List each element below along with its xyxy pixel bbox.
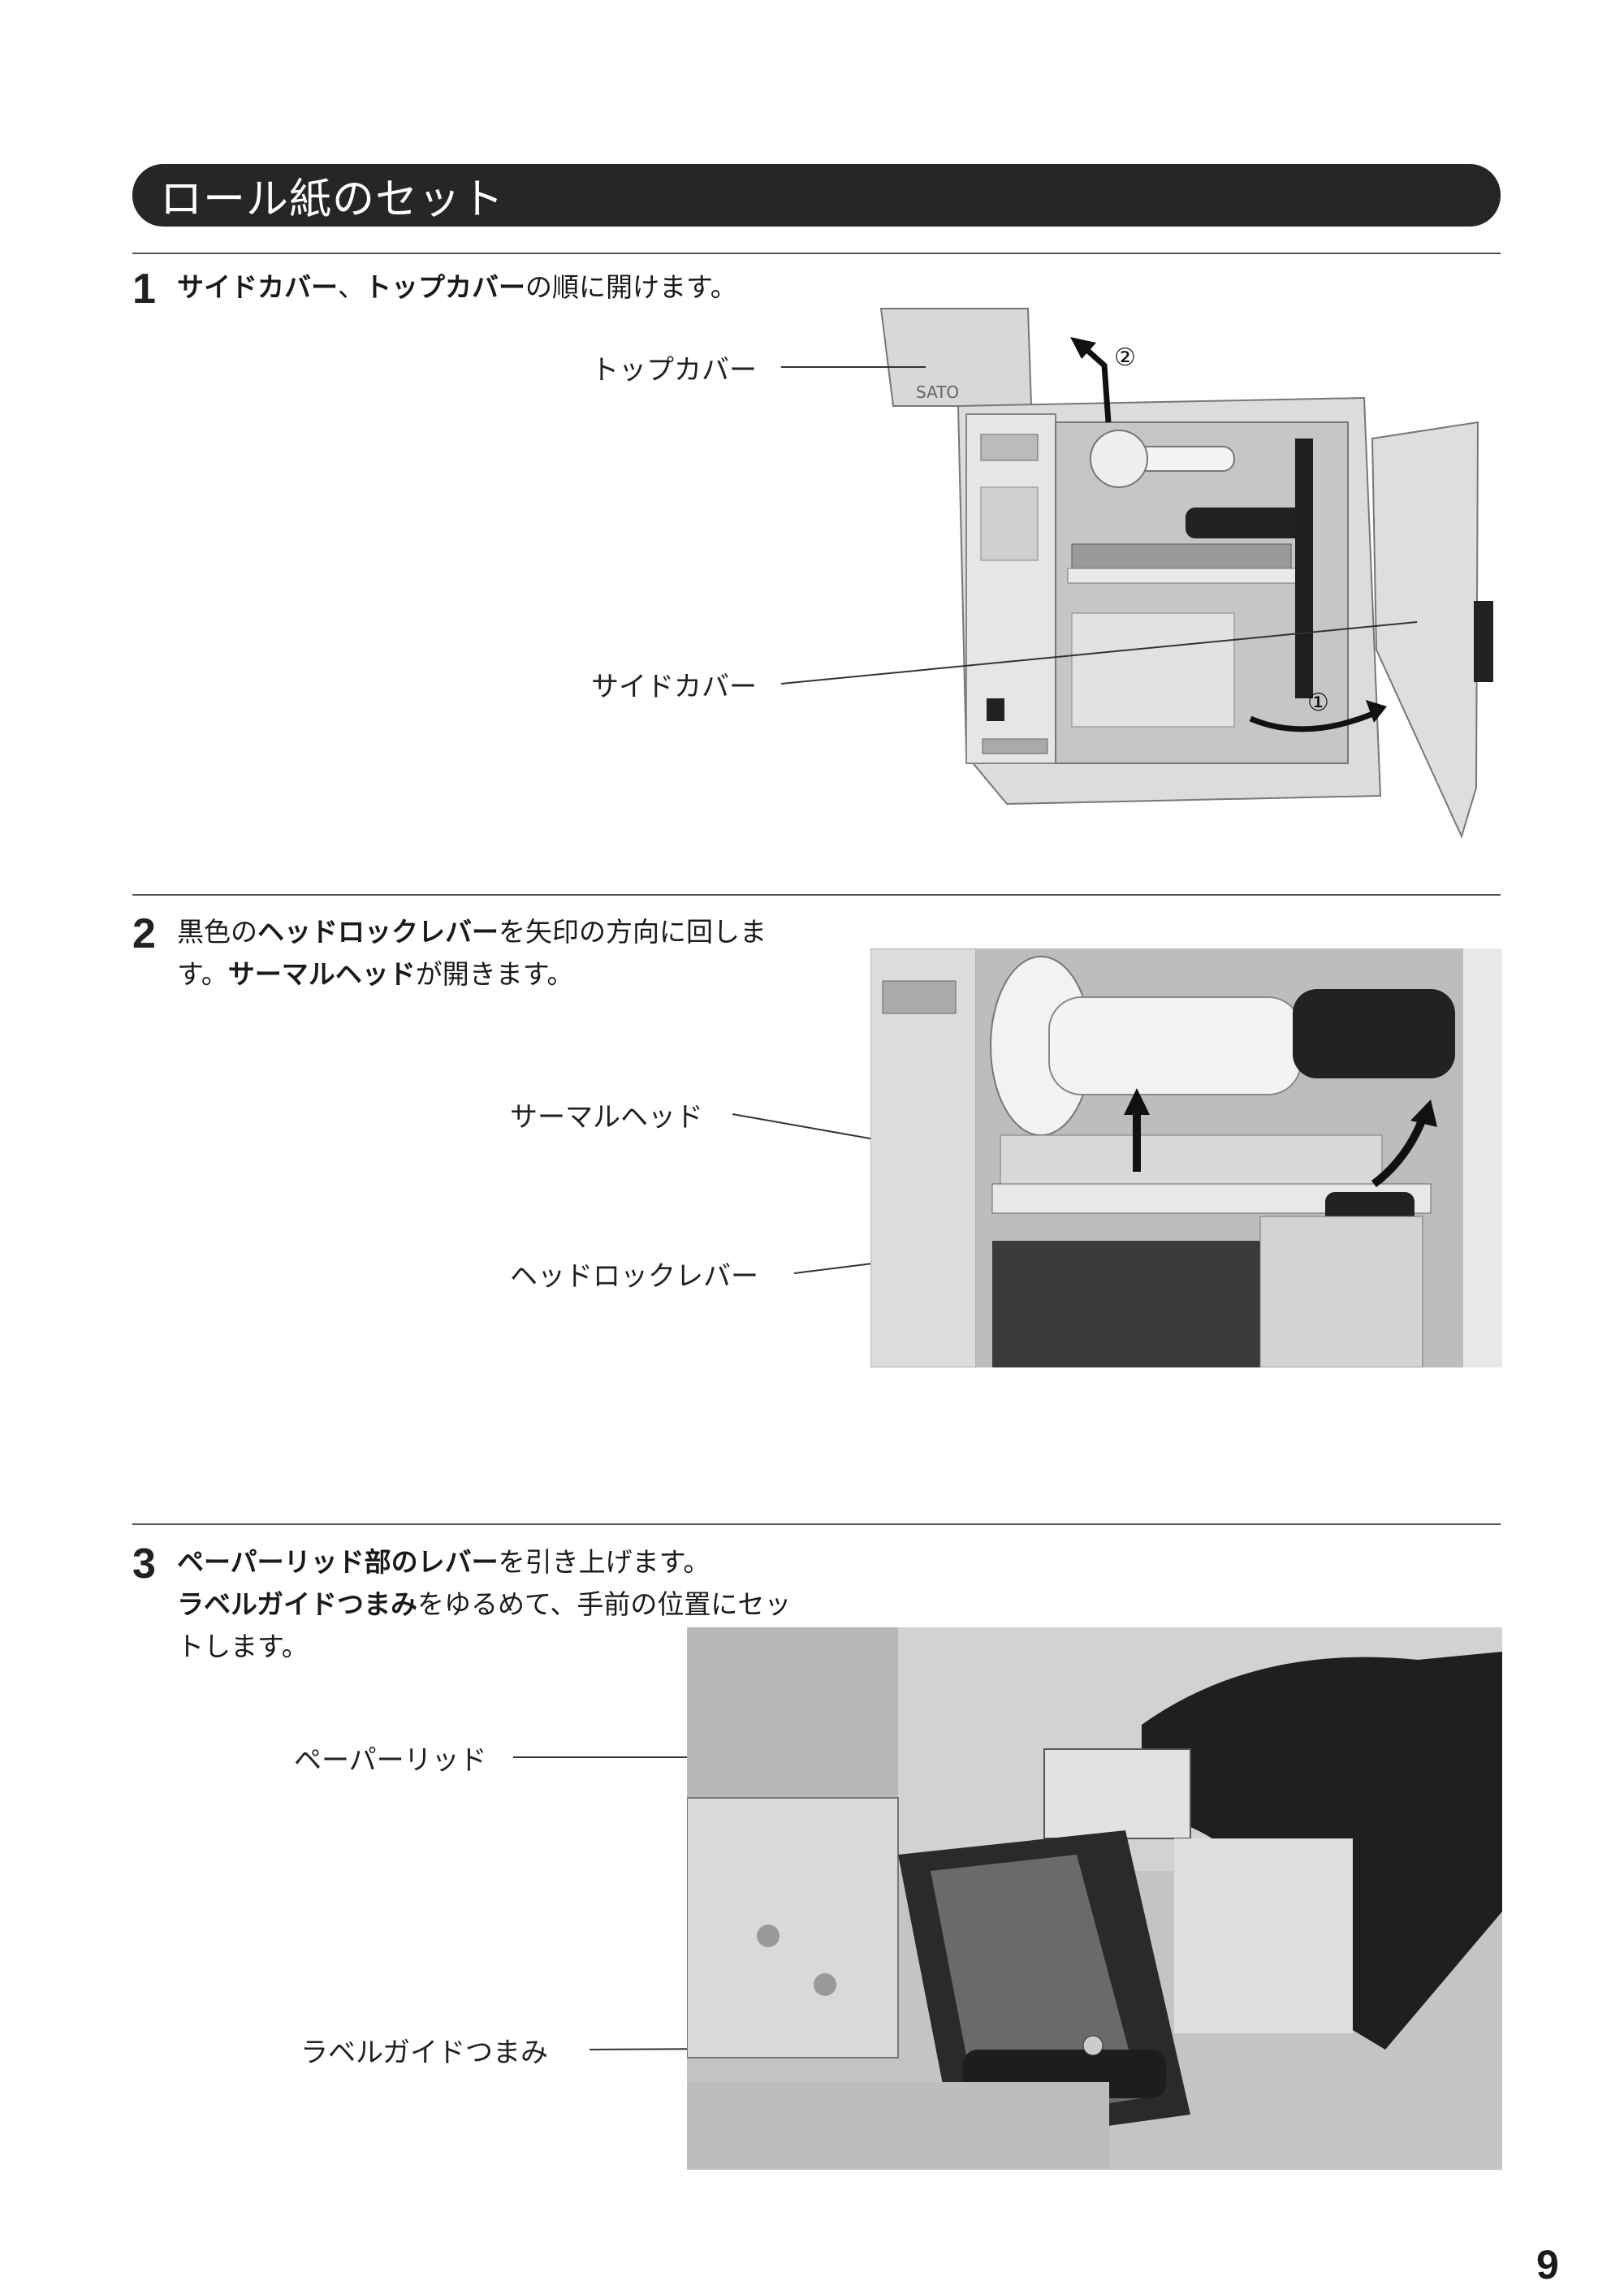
label-top-cover: トップカバー xyxy=(591,354,757,387)
label-head-lock-lever: ヘッドロックレバー xyxy=(510,1260,758,1293)
step-2-text: 黒色のヘッドロックレバーを矢印の方向に回しま す。サーマルヘッドが開きます。 xyxy=(177,916,767,990)
step-1-number: 1 xyxy=(132,266,156,313)
divider xyxy=(132,253,1501,254)
callout-2: ② xyxy=(1114,343,1136,372)
label-side-cover: サイドカバー xyxy=(591,671,757,703)
printer-brand-text: SATO xyxy=(916,382,959,402)
label-paper-lid: ペーパーリッド xyxy=(294,1744,487,1777)
section-title-bar: ロール紙のセット xyxy=(132,164,1501,227)
divider xyxy=(132,1523,1501,1525)
divider xyxy=(132,894,1501,896)
printer-photo-head-lock xyxy=(870,948,1502,1367)
step-3-number: 3 xyxy=(132,1540,156,1588)
step-3-text: ペーパーリッド部のレバーを引き上げます。 ラベルガイドつまみをゆるめて、手前の位… xyxy=(177,1546,792,1662)
page-number: 9 xyxy=(1536,2242,1559,2288)
label-label-guide-knob: ラベルガイドつまみ xyxy=(300,2037,548,2069)
printer-photo-paper-lid xyxy=(687,1627,1502,2170)
label-thermal-head: サーマルヘッド xyxy=(510,1101,703,1134)
step-1-text: サイドカバー、トップカバーの順に開けます。 xyxy=(177,271,737,303)
step-2-number: 2 xyxy=(132,910,156,957)
callout-1: ① xyxy=(1307,689,1329,717)
section-title: ロール紙のセット xyxy=(160,175,505,224)
printer-photo-covers-open: SATO ② ① xyxy=(780,300,1510,853)
